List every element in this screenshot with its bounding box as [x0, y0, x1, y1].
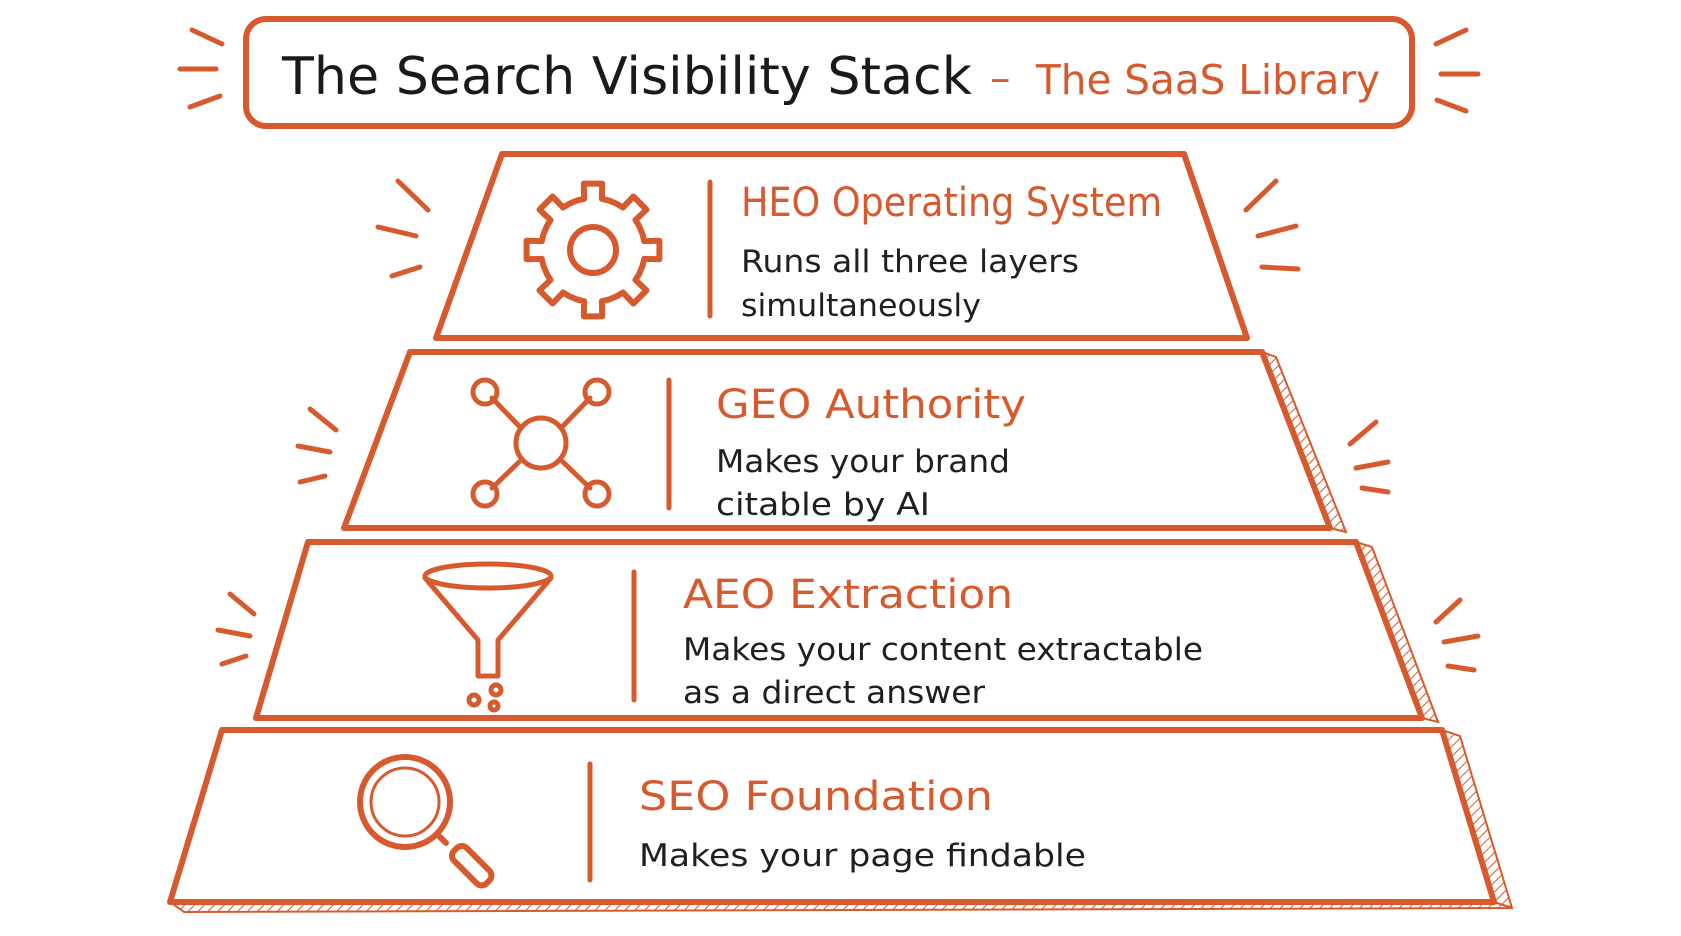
- burst-lines-left-1: [375, 178, 431, 279]
- layer-description: as a direct answer: [683, 675, 985, 711]
- title-separator: –: [990, 54, 1011, 102]
- layer-description: Runs all three layers: [741, 244, 1079, 280]
- layer-title: AEO Extraction: [683, 572, 1013, 618]
- layer-title: HEO Operating System: [741, 180, 1162, 226]
- network-icon: [470, 377, 612, 509]
- layer-heo-operating-system: HEO Operating System Runs all three laye…: [375, 151, 1301, 341]
- burst-lines-right-1: [1243, 178, 1301, 272]
- layer-description: Makes your brand: [716, 444, 1010, 480]
- funnel-icon: [422, 561, 554, 713]
- layer-title: GEO Authority: [716, 382, 1026, 428]
- burst-lines-left-3: [215, 591, 257, 667]
- magnifier-icon: [357, 754, 495, 889]
- layer-title: SEO Foundation: [639, 774, 993, 820]
- layer-aeo-extraction: AEO Extraction Makes your content extrac…: [215, 539, 1481, 724]
- layer-description: Makes your page findable: [639, 838, 1086, 874]
- layer-description: simultaneously: [741, 288, 981, 324]
- page-subtitle: The SaaS Library: [1035, 56, 1380, 104]
- burst-lines-right-2: [1347, 419, 1391, 495]
- burst-lines-right-3: [1433, 597, 1481, 673]
- page-title: The Search Visibility Stack: [281, 47, 972, 107]
- layer-seo-foundation: SEO Foundation Makes your page findable: [166, 727, 1514, 914]
- title-banner: The Search Visibility Stack – The SaaS L…: [177, 16, 1481, 129]
- layer-geo-authority: GEO Authority Makes your brand citable b…: [295, 349, 1391, 534]
- burst-lines-left-2: [295, 406, 339, 485]
- layer-description: citable by AI: [716, 487, 930, 523]
- title-burst-right: [1433, 27, 1481, 114]
- title-burst-left: [177, 27, 225, 110]
- layer-description: Makes your content extractable: [683, 632, 1203, 668]
- gear-icon: [523, 180, 663, 320]
